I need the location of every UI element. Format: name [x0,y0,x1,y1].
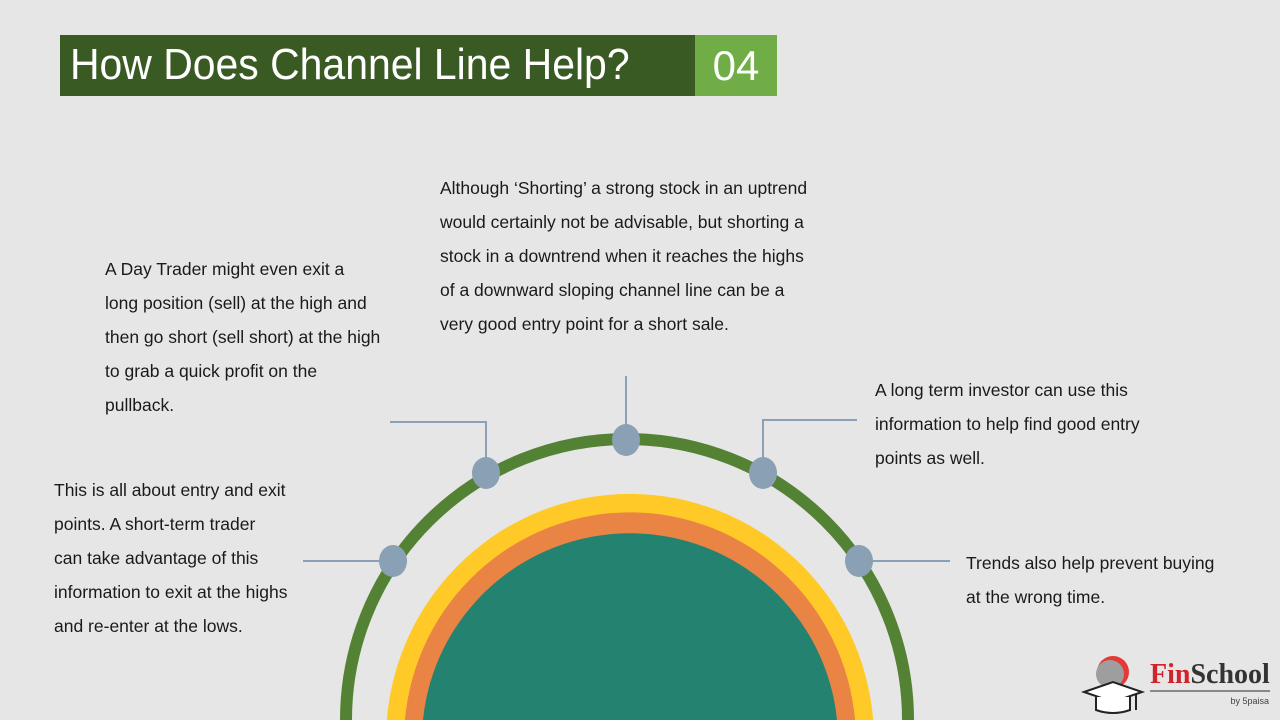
marker-dot [379,545,407,577]
finschool-logo: FinSchool by 5paisa [1080,652,1275,718]
title-bar: How Does Channel Line Help? [60,35,695,96]
point-long-term: A long term investor can use this inform… [875,373,1140,475]
text-line: then go short (sell short) at the high [105,327,381,347]
text-line: can take advantage of this [54,548,259,568]
marker-dot [472,457,500,489]
teal-core [423,533,837,720]
connector-lines [303,376,950,562]
point-trends: Trends also help prevent buying at the w… [966,546,1214,614]
text-line: of a downward sloping channel line can b… [440,280,785,300]
text-line: points as well. [875,448,985,468]
point-shorting: Although ‘Shorting’ a strong stock in an… [440,171,807,341]
text-line: to grab a quick profit on the [105,361,318,381]
slide-number: 04 [695,35,777,96]
brand-byline: by 5paisa [1230,696,1269,706]
text-line: Trends also help prevent buying [966,553,1215,573]
text-line: very good entry point for a short sale. [440,314,729,334]
text-line: This is all about entry and exit [54,480,286,500]
marker-dot [845,545,873,577]
text-line: at the wrong time. [966,587,1106,607]
text-line: and re-enter at the lows. [54,616,243,636]
brand-fin: Fin [1150,659,1191,690]
text-line: A long term investor can use this [875,380,1128,400]
point-entry-exit: This is all about entry and exit points.… [54,473,287,643]
text-line: information to exit at the highs [54,582,288,602]
text-line: stock in a downtrend when it reaches the… [440,246,804,266]
text-line: A Day Trader might even exit a [105,259,345,279]
text-line: pullback. [105,395,175,415]
marker-dot [749,457,777,489]
text-line: Although ‘Shorting’ a strong stock in an… [440,178,808,198]
marker-dot [612,424,640,456]
text-line: long position (sell) at the high and [105,293,367,313]
brand-school: School [1190,659,1270,690]
page-title: How Does Channel Line Help? [70,40,630,89]
brand-name: FinSchool [1150,660,1270,692]
text-line: points. A short-term trader [54,514,256,534]
graduation-cap-icon [1080,656,1146,714]
text-line: information to help find good entry [875,414,1140,434]
point-day-trader: A Day Trader might even exit a long posi… [105,252,380,422]
text-line: would certainly not be advisable, but sh… [440,212,804,232]
